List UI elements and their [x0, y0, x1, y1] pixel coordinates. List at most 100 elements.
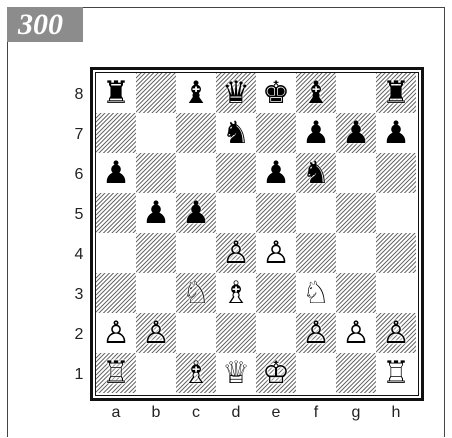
black-pawn-icon[interactable]: ♟	[296, 113, 336, 153]
square-g8[interactable]	[336, 73, 376, 113]
black-pawn-icon[interactable]: ♟	[256, 153, 296, 193]
square-e6[interactable]: ♟	[256, 153, 296, 193]
square-e3[interactable]	[256, 273, 296, 313]
square-h7[interactable]: ♟	[376, 113, 416, 153]
black-bishop-icon[interactable]: ♝	[176, 73, 216, 113]
square-c7[interactable]	[176, 113, 216, 153]
square-a8[interactable]: ♜	[96, 73, 136, 113]
square-f3[interactable]: ♘	[296, 273, 336, 313]
square-b1[interactable]	[136, 353, 176, 393]
black-pawn-icon[interactable]: ♟	[336, 113, 376, 153]
square-d4[interactable]: ♙	[216, 233, 256, 273]
square-c3[interactable]: ♘	[176, 273, 216, 313]
square-b5[interactable]: ♟	[136, 193, 176, 233]
square-h6[interactable]	[376, 153, 416, 193]
square-b4[interactable]	[136, 233, 176, 273]
square-a3[interactable]	[96, 273, 136, 313]
square-e2[interactable]	[256, 313, 296, 353]
square-d7[interactable]: ♞	[216, 113, 256, 153]
white-rook-icon[interactable]: ♖	[376, 353, 416, 393]
square-g7[interactable]: ♟	[336, 113, 376, 153]
square-h1[interactable]: ♖	[376, 353, 416, 393]
square-c4[interactable]	[176, 233, 216, 273]
square-g4[interactable]	[336, 233, 376, 273]
white-pawn-icon[interactable]: ♙	[376, 313, 416, 353]
square-g5[interactable]	[336, 193, 376, 233]
square-d6[interactable]	[216, 153, 256, 193]
square-e5[interactable]	[256, 193, 296, 233]
square-d3[interactable]: ♗	[216, 273, 256, 313]
square-f4[interactable]	[296, 233, 336, 273]
square-f6[interactable]: ♞	[296, 153, 336, 193]
black-pawn-icon[interactable]: ♟	[96, 153, 136, 193]
square-f2[interactable]: ♙	[296, 313, 336, 353]
square-b8[interactable]	[136, 73, 176, 113]
square-e8[interactable]: ♚	[256, 73, 296, 113]
black-knight-icon[interactable]: ♞	[296, 153, 336, 193]
square-b3[interactable]	[136, 273, 176, 313]
square-a5[interactable]	[96, 193, 136, 233]
white-pawn-icon[interactable]: ♙	[96, 313, 136, 353]
rank-label: 7	[72, 115, 86, 155]
black-king-icon[interactable]: ♚	[256, 73, 296, 113]
square-c6[interactable]	[176, 153, 216, 193]
file-label: a	[96, 402, 136, 424]
square-a6[interactable]: ♟	[96, 153, 136, 193]
white-pawn-icon[interactable]: ♙	[336, 313, 376, 353]
square-g6[interactable]	[336, 153, 376, 193]
square-g3[interactable]	[336, 273, 376, 313]
board-grid: ♜♝♛♚♝♜♞♟♟♟♟♟♞♟♟♙♙♘♗♘♙♙♙♙♙♖♗♕♔♖	[95, 72, 419, 396]
black-pawn-icon[interactable]: ♟	[136, 193, 176, 233]
square-g2[interactable]: ♙	[336, 313, 376, 353]
white-knight-icon[interactable]: ♘	[176, 273, 216, 313]
square-b2[interactable]: ♙	[136, 313, 176, 353]
square-f1[interactable]	[296, 353, 336, 393]
white-king-icon[interactable]: ♔	[256, 353, 296, 393]
square-c2[interactable]	[176, 313, 216, 353]
square-b7[interactable]	[136, 113, 176, 153]
square-h4[interactable]	[376, 233, 416, 273]
white-knight-icon[interactable]: ♘	[296, 273, 336, 313]
black-rook-icon[interactable]: ♜	[96, 73, 136, 113]
rank-label: 8	[72, 75, 86, 115]
square-a7[interactable]	[96, 113, 136, 153]
square-c8[interactable]: ♝	[176, 73, 216, 113]
white-rook-icon[interactable]: ♖	[96, 353, 136, 393]
file-label: c	[176, 402, 216, 424]
square-d8[interactable]: ♛	[216, 73, 256, 113]
square-d5[interactable]	[216, 193, 256, 233]
square-e7[interactable]	[256, 113, 296, 153]
square-h5[interactable]	[376, 193, 416, 233]
square-a2[interactable]: ♙	[96, 313, 136, 353]
square-e1[interactable]: ♔	[256, 353, 296, 393]
square-c1[interactable]: ♗	[176, 353, 216, 393]
white-queen-icon[interactable]: ♕	[216, 353, 256, 393]
black-rook-icon[interactable]: ♜	[376, 73, 416, 113]
file-label: g	[336, 402, 376, 424]
white-pawn-icon[interactable]: ♙	[216, 233, 256, 273]
white-pawn-icon[interactable]: ♙	[256, 233, 296, 273]
square-d1[interactable]: ♕	[216, 353, 256, 393]
white-pawn-icon[interactable]: ♙	[296, 313, 336, 353]
square-h8[interactable]: ♜	[376, 73, 416, 113]
white-pawn-icon[interactable]: ♙	[136, 313, 176, 353]
square-h2[interactable]: ♙	[376, 313, 416, 353]
white-bishop-icon[interactable]: ♗	[176, 353, 216, 393]
square-a1[interactable]: ♖	[96, 353, 136, 393]
black-pawn-icon[interactable]: ♟	[376, 113, 416, 153]
black-knight-icon[interactable]: ♞	[216, 113, 256, 153]
square-f8[interactable]: ♝	[296, 73, 336, 113]
black-queen-icon[interactable]: ♛	[216, 73, 256, 113]
white-bishop-icon[interactable]: ♗	[216, 273, 256, 313]
square-c5[interactable]: ♟	[176, 193, 216, 233]
square-h3[interactable]	[376, 273, 416, 313]
black-bishop-icon[interactable]: ♝	[296, 73, 336, 113]
square-f5[interactable]	[296, 193, 336, 233]
square-b6[interactable]	[136, 153, 176, 193]
square-a4[interactable]	[96, 233, 136, 273]
square-d2[interactable]	[216, 313, 256, 353]
black-pawn-icon[interactable]: ♟	[176, 193, 216, 233]
square-e4[interactable]: ♙	[256, 233, 296, 273]
square-g1[interactable]	[336, 353, 376, 393]
square-f7[interactable]: ♟	[296, 113, 336, 153]
